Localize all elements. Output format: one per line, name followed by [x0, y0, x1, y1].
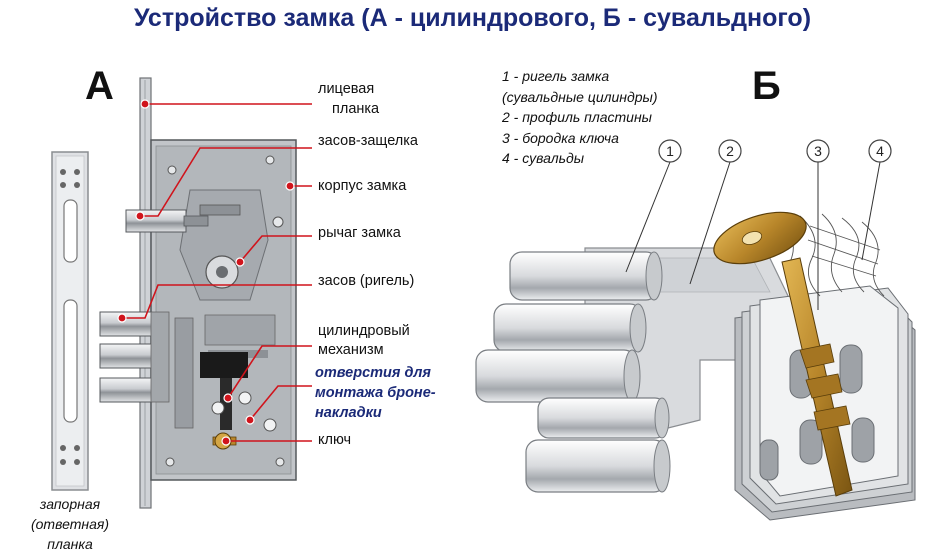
label-lever: рычаг замка [318, 225, 401, 241]
lock-body [150, 139, 297, 481]
callout-2: 2 [726, 143, 734, 159]
strike-caption-line-2: (ответная) [30, 516, 110, 532]
face-plate [139, 77, 152, 509]
label-face-plate-1: лицевая [318, 81, 375, 97]
legend-item-4: 4 - сувальды [502, 150, 584, 166]
title-part-3: - сувальдного) [620, 4, 812, 32]
label-holes-1: отверстия для [315, 365, 431, 381]
callouts-b: 1 2 3 4 [625, 139, 892, 310]
lever-key [713, 211, 853, 497]
strike-caption-line-3: планка [47, 536, 93, 552]
title-letter-a: А [369, 4, 388, 32]
deadbolts [99, 311, 170, 403]
leader-dots-a [117, 99, 295, 446]
title-part-1: Устройство замка ( [133, 4, 370, 32]
label-body: корпус замка [318, 178, 407, 194]
callout-circle-1 [658, 139, 682, 163]
lever-springs [779, 213, 885, 301]
label-face-plate-2: планка [332, 101, 380, 117]
label-cylinder-1: цилиндровый [318, 323, 410, 339]
strike-plate-caption: запорная (ответная) планка [8, 494, 132, 554]
strike-caption-line-1: запорная [39, 496, 101, 512]
label-key: ключ [318, 432, 352, 448]
callout-4: 4 [876, 143, 884, 159]
callout-circle-2 [718, 139, 742, 163]
panel-b-legend: 1 - ригель замка (сувальдные цилиндры) 2… [502, 66, 657, 169]
legend-item-1: 1 - ригель замка [502, 68, 610, 84]
leader-lines-a [122, 103, 312, 442]
title-letter-b: Б [602, 4, 621, 32]
label-latch: засов-защелка [318, 133, 418, 149]
label-bolt: засов (ригель) [318, 273, 415, 289]
page-title: Устройство замка (А - цилиндрового, Б - … [0, 4, 945, 33]
legend-item-1-note: (сувальдные цилиндры) [502, 88, 658, 105]
callout-3: 3 [814, 143, 822, 159]
label-holes-2: монтажа броне- [315, 385, 436, 401]
callout-1: 1 [666, 143, 674, 159]
label-holes-3: накладки [315, 405, 382, 421]
callout-circle-4 [868, 139, 892, 163]
strike-plate [51, 151, 89, 491]
callout-circle-3 [806, 139, 830, 163]
title-part-2: - цилиндрового, [387, 4, 603, 32]
legend-item-3: 3 - бородка ключа [502, 129, 619, 146]
panel-a-letter: А [85, 64, 114, 108]
legend-item-2: 2 - профиль пластины [502, 109, 652, 125]
label-cylinder-2: механизм [318, 342, 384, 358]
bolt-cylinders [475, 251, 671, 493]
panel-b-letter: Б [752, 64, 781, 108]
